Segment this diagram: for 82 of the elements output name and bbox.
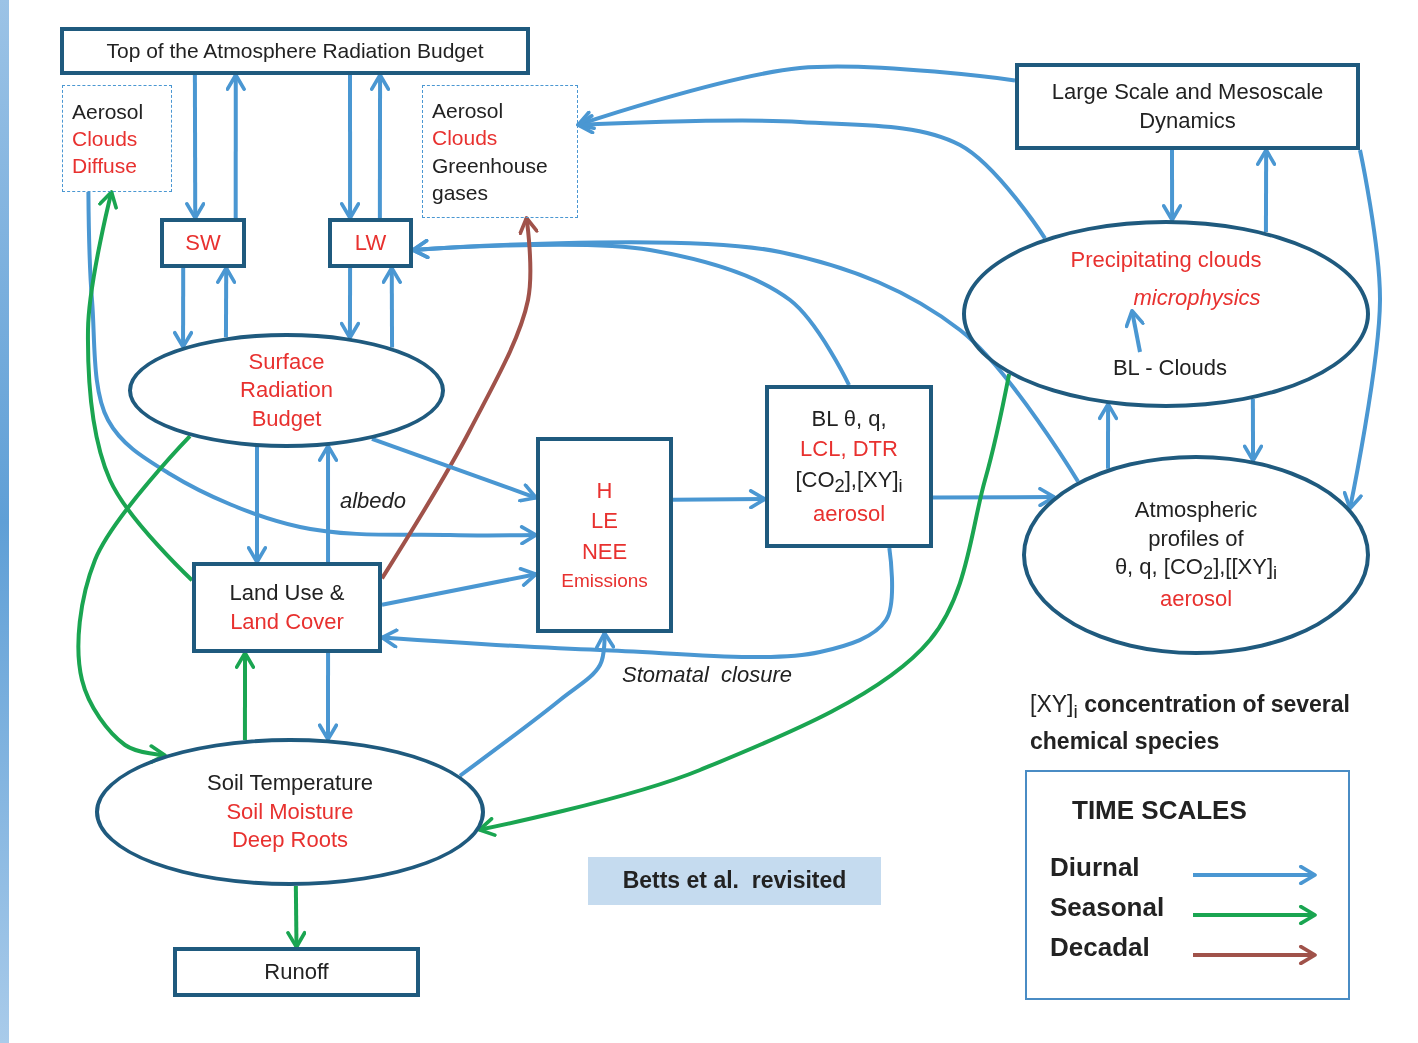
- arrow: [85, 190, 194, 582]
- node-text: Clouds: [72, 125, 138, 152]
- node-text: Diffuse: [72, 153, 137, 180]
- arrow: [86, 191, 538, 546]
- node-text: Soil Temperature: [207, 769, 373, 798]
- arrow: [1124, 308, 1145, 353]
- arrow: [286, 885, 307, 949]
- dashed-box: [422, 85, 578, 218]
- arrow: [172, 268, 194, 349]
- node-text: LE: [591, 507, 618, 536]
- node-text: Soil Moisture: [226, 797, 354, 826]
- process-box: [173, 947, 420, 997]
- arrow: [339, 268, 361, 340]
- arrow: [317, 653, 339, 742]
- arrow: [1242, 399, 1264, 463]
- arrow: [1255, 148, 1277, 233]
- arrow: [234, 651, 256, 740]
- process-box: [328, 218, 413, 268]
- node-text: Aerosol: [72, 98, 144, 125]
- node-text: Emissions: [561, 568, 648, 593]
- node-text: Surface Radiation Budget: [239, 347, 334, 433]
- dashed-box: [62, 85, 172, 192]
- note-text: [XY]$_{i}$ concentration of several chemical species: [1030, 690, 1350, 757]
- node-text: microphysics: [1133, 283, 1261, 312]
- legend-title: TIME SCALES: [1072, 794, 1247, 827]
- node-text: NEE: [581, 537, 628, 566]
- arrow: [380, 547, 895, 660]
- arrow: [576, 114, 1047, 240]
- arrow: [458, 631, 616, 778]
- node-text: Precipitating clouds: [1070, 246, 1262, 274]
- node-text: BL - Clouds: [1112, 353, 1228, 382]
- arrow: [1097, 402, 1119, 469]
- node-text: Runoff: [264, 957, 329, 986]
- arrow: [1161, 150, 1183, 222]
- node-text: [CO$_{2}$],[XY]$_{i}$: [795, 465, 903, 498]
- node-text: H: [596, 476, 613, 505]
- arrow: [371, 437, 538, 503]
- process-box: [60, 27, 530, 75]
- node-text: Top of the Atmosphere Radiation Budget: [106, 38, 484, 65]
- node-text: BL θ, q,: [811, 404, 887, 433]
- arrow: [339, 75, 361, 220]
- arrow: [1342, 149, 1382, 511]
- node-text: Greenhouse gases: [432, 152, 549, 206]
- arrow: [246, 447, 268, 564]
- arrow: [933, 486, 1057, 508]
- arrow: [225, 73, 246, 218]
- arrow: [185, 75, 206, 220]
- arrow: [216, 266, 237, 338]
- node-text: Deep Roots: [231, 826, 349, 855]
- process-box: [536, 437, 673, 633]
- ellipse-node: [128, 333, 445, 448]
- ellipse-node: [95, 738, 485, 886]
- process-box: [765, 385, 933, 548]
- legend-label: Seasonal: [1050, 892, 1165, 923]
- arrow: [381, 266, 402, 348]
- arrow: [317, 444, 339, 562]
- node-text: LCL, DTR: [800, 435, 898, 464]
- arrow: [380, 216, 539, 580]
- caption-banner: Betts et al. revisited: [588, 857, 881, 905]
- node-text: aerosol: [812, 499, 886, 528]
- node-text: Clouds: [432, 125, 498, 152]
- ellipse-node: [962, 220, 1370, 408]
- node-text: θ, q, [CO$_{2}$],[[XY]$_{i}$: [1114, 553, 1278, 586]
- legend-label: Decadal: [1050, 932, 1150, 963]
- arrow: [381, 566, 538, 607]
- arrow: [477, 373, 1012, 837]
- node-text: Land Cover: [230, 607, 344, 636]
- process-box: [192, 562, 382, 653]
- ellipse-node: [1022, 455, 1370, 655]
- arrow: [576, 64, 1016, 131]
- process-box: [160, 218, 246, 268]
- node-text: LW: [354, 228, 387, 257]
- arrow: [673, 489, 767, 510]
- node-text: Land Use &: [229, 578, 345, 607]
- node-text: aerosol: [1159, 585, 1233, 614]
- node-text: Large Scale and Mesoscale Dynamics: [1050, 77, 1325, 135]
- node-text: SW: [185, 228, 221, 257]
- node-text: Aerosol: [432, 97, 504, 124]
- legend-label: Diurnal: [1050, 852, 1140, 883]
- arrow: [411, 238, 1080, 483]
- arrow: [369, 73, 391, 218]
- process-box: [1015, 63, 1360, 150]
